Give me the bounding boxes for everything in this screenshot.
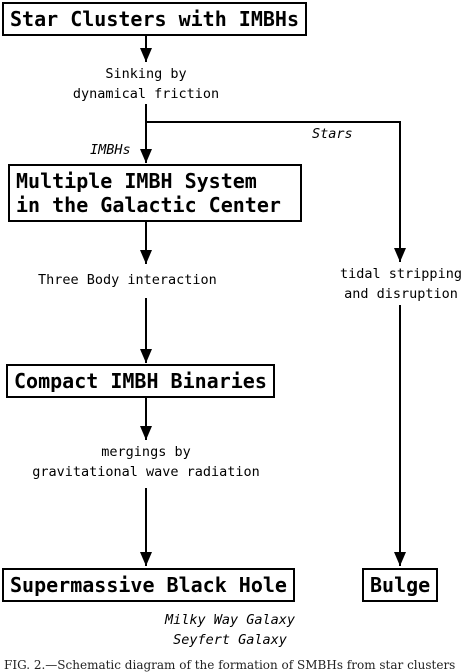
tidal-line1: tidal stripping [340, 266, 462, 282]
galaxy-label: Milky Way Galaxy Seyfert Galaxy [140, 610, 320, 650]
compact-binaries-box: Compact IMBH Binaries [6, 364, 275, 398]
mergings-line2: gravitational wave radiation [32, 464, 260, 480]
multiple-imbh-line2: in the Galactic Center [16, 193, 281, 217]
sinking-line1: Sinking by [105, 66, 187, 82]
figure-caption: FIG. 2.—Schematic diagram of the formati… [4, 658, 456, 672]
sinking-label: Sinking by dynamical friction [46, 64, 246, 104]
multiple-imbh-line1: Multiple IMBH System [16, 169, 257, 193]
galaxy-line1: Milky Way Galaxy [164, 612, 296, 628]
three-body-label: Three Body interaction [38, 270, 217, 290]
multiple-imbh-box: Multiple IMBH System in the Galactic Cen… [8, 164, 302, 222]
tidal-label: tidal stripping and disruption [326, 264, 474, 304]
star-clusters-box: Star Clusters with IMBHs [2, 2, 307, 36]
tidal-line2: and disruption [344, 286, 458, 302]
imbhs-label: IMBHs [90, 142, 131, 158]
galaxy-line2: Seyfert Galaxy [173, 632, 287, 648]
mergings-label: mergings by gravitational wave radiation [6, 442, 286, 482]
sinking-line2: dynamical friction [72, 86, 220, 102]
line-branch-to-stars [146, 121, 406, 262]
stars-label: Stars [312, 126, 353, 142]
bulge-box: Bulge [362, 568, 439, 602]
smbh-box: Supermassive Black Hole [2, 568, 295, 602]
mergings-line1: mergings by [101, 444, 191, 460]
